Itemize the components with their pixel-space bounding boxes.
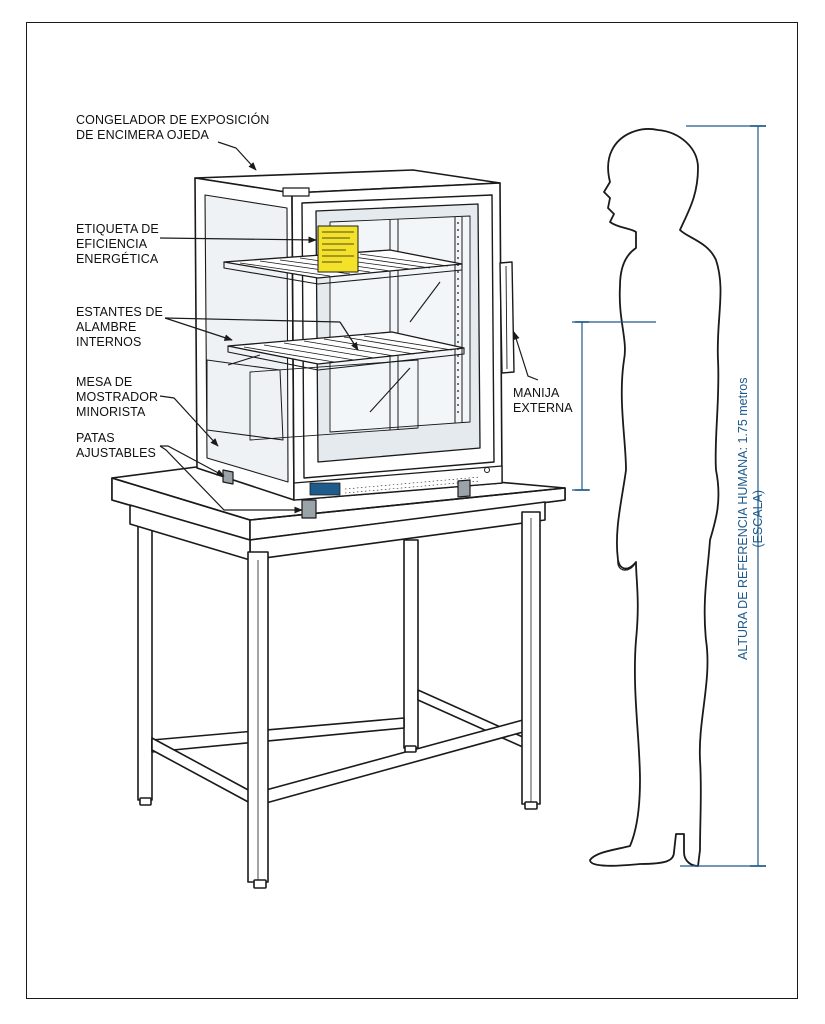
leader-feet-2 [159,445,303,514]
callout-feet-line1: PATAS [76,431,115,445]
adjustable-foot-front-left [301,499,317,519]
retail-counter-table [111,459,566,889]
callout-freezer-line1: CONGELADOR DE EXPOSICIÓN [76,113,270,127]
leader-energy-label [159,236,317,244]
dimension-lines [572,125,766,867]
callout-table-line2: MOSTRADOR [76,390,159,404]
leader-shelf-2 [339,321,359,351]
table-rear-stretcher [151,717,405,753]
leader-table [159,395,219,447]
adjustable-foot-rear [222,469,234,485]
drawing-border [26,22,798,999]
callout-feet: PATAS AJUSTABLES [76,431,156,461]
callout-energy-line3: ENERGÉTICA [76,252,159,266]
human-silhouette [589,128,722,867]
callout-table-line3: MINORISTA [76,405,146,419]
bottom-grille [293,465,503,501]
callout-freezer: CONGELADOR DE EXPOSICIÓN DE ENCIMERA OJE… [76,113,269,143]
leader-shelf-1 [164,317,233,341]
callout-shelves-line1: ESTANTES DE [76,305,163,319]
energy-efficiency-label [317,225,359,273]
callout-energy-line2: EFICIENCIA [76,237,148,251]
display-freezer [194,169,515,519]
door-hinge [282,187,310,197]
callout-shelves-line2: ALAMBRE [76,320,137,334]
leader-feet-1 [160,445,225,477]
callout-energy-label: ETIQUETA DE EFICIENCIA ENERGÉTICA [76,222,159,267]
callout-table: MESA DE MOSTRADOR MINORISTA [76,375,158,420]
human-body-outline [589,128,722,867]
callout-freezer-line2: DE ENCIMERA OJEDA [76,128,209,142]
callout-handle-line1: MANIJA [513,386,560,400]
external-handle [499,261,515,374]
callout-handle-line2: EXTERNA [513,401,573,415]
callout-feet-line2: AJUSTABLES [76,446,156,460]
leader-freezer [217,141,257,171]
leader-handle [513,331,539,381]
reference-scale-text: (ESCALA) [751,489,765,548]
adjustable-foot-front-right [457,479,471,498]
brand-badge [309,482,341,496]
table-leg-rear-left [137,519,153,801]
table-leg-rear-right [403,539,419,749]
leader-lines [159,141,539,514]
callout-shelves-line3: INTERNOS [76,335,142,349]
callout-energy-line1: ETIQUETA DE [76,222,159,236]
callout-handle: MANIJA EXTERNA [513,386,573,416]
callout-shelves: ESTANTES DE ALAMBRE INTERNOS [76,305,163,350]
reference-height-text: ALTURA DE REFERENCIA HUMANA: 1.75 metros [736,377,750,660]
reference-height-caption: ALTURA DE REFERENCIA HUMANA: 1.75 metros… [736,378,766,660]
callout-table-line1: MESA DE [76,375,133,389]
